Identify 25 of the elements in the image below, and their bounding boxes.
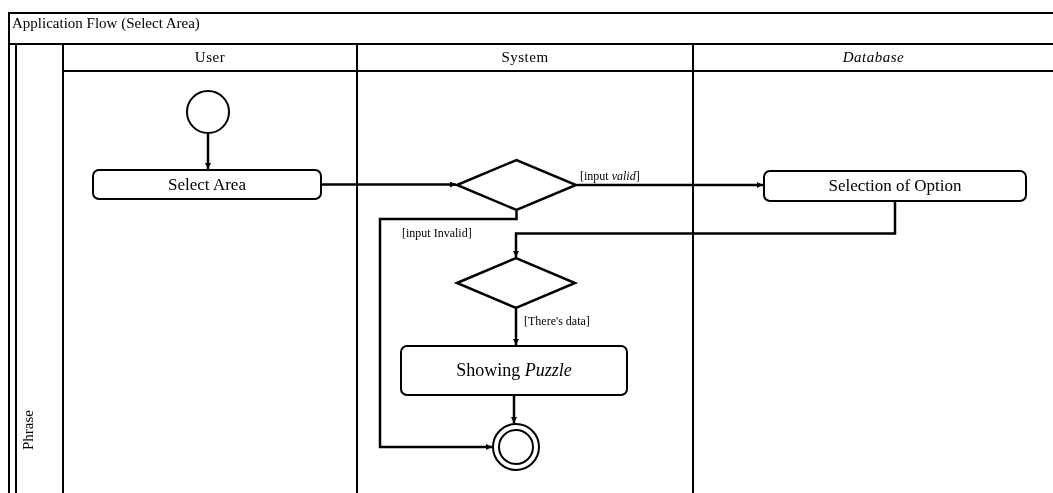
lane-title: Database — [841, 49, 906, 66]
diagram-title: Application Flow (Select Area) — [12, 15, 200, 32]
swimlane — [692, 43, 1053, 493]
edge-label: [input valid] — [580, 170, 640, 183]
arrow — [511, 396, 517, 423]
lane-title: User — [193, 49, 227, 66]
lane-label: Phrase — [20, 410, 37, 450]
decision-diamond — [456, 257, 576, 309]
edge-label: [input Invalid] — [402, 227, 472, 240]
action-box: Showing Puzzle — [400, 345, 628, 396]
arrow — [205, 134, 211, 169]
action-box: Select Area — [92, 169, 322, 200]
final-node — [492, 423, 540, 471]
arrow — [513, 202, 897, 257]
edge-label: [There's data] — [524, 315, 590, 328]
start-node — [186, 90, 230, 134]
arrow — [513, 309, 519, 345]
arrow — [322, 181, 456, 188]
swimlane — [356, 43, 692, 493]
lane-title: System — [500, 49, 550, 66]
decision-diamond — [456, 159, 577, 211]
action-box: Selection of Option — [763, 170, 1027, 202]
arrow — [378, 211, 518, 450]
arrow — [577, 182, 763, 188]
swimlane — [62, 43, 356, 493]
